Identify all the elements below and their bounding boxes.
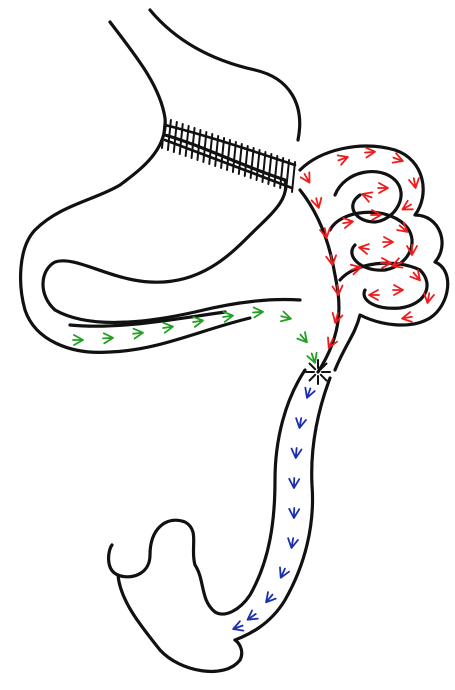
blue-flow-arrow — [295, 417, 307, 429]
red-flow-arrow — [401, 312, 413, 324]
red-flow-arrow — [393, 285, 403, 295]
red-flow-arrow — [365, 147, 376, 158]
suture-band — [162, 118, 295, 192]
junction-tick — [310, 364, 316, 370]
junction-tick — [321, 375, 327, 381]
red-flow-arrow — [409, 177, 421, 189]
red-flow-arrow — [381, 258, 391, 268]
red-flow-arrow — [378, 183, 388, 193]
red-flow-arrow — [423, 292, 435, 304]
green-flow-arrow — [222, 311, 233, 322]
upper-organ-right-wall — [150, 10, 300, 140]
green-flow-arrow — [297, 331, 311, 345]
red-flow-arrow — [360, 189, 373, 202]
blue-flow-arrow — [302, 387, 315, 400]
red-flow-arrow — [383, 237, 393, 247]
red-flow-arrow — [332, 285, 343, 296]
lower-tube-left-wall — [215, 370, 305, 614]
red-flow-arrow — [326, 254, 337, 265]
blue-flow-arrow — [262, 591, 276, 605]
green-flow-arrow — [162, 322, 173, 333]
blue-flow-arrow — [289, 478, 299, 488]
red-flow-arrow — [337, 152, 350, 165]
blue-flow-arrow — [291, 448, 302, 459]
suture-tick — [292, 162, 295, 192]
red-flow-arrow — [400, 200, 414, 214]
blue-flow-arrow — [289, 508, 299, 518]
lower-organ — [109, 370, 330, 671]
green-flow-arrow — [73, 335, 83, 345]
blue-flow-arrow — [245, 610, 259, 624]
upper-organ — [21, 10, 300, 352]
red-flow-arrow — [358, 243, 370, 255]
green-flow-arrow — [103, 333, 114, 344]
red-flow-arrow — [330, 312, 342, 324]
blue-flow-arrow — [276, 567, 289, 580]
green-flow-arrow — [133, 328, 144, 339]
coil-outer — [300, 146, 448, 370]
coiled-loop — [300, 146, 448, 372]
upper-organ-left-wall — [21, 22, 250, 352]
upper-organ-inner-curve — [43, 135, 300, 322]
pouch-outline — [109, 520, 242, 671]
junction-tick — [310, 375, 316, 381]
red-flow-arrow — [300, 171, 314, 185]
blue-flow-arrow — [287, 537, 299, 549]
green-flow-arrow — [280, 311, 292, 323]
red-flow-arrow — [369, 290, 379, 300]
blue-flow-arrow — [231, 621, 244, 634]
green-flow-arrow — [253, 307, 264, 318]
red-flow-arrow — [342, 217, 354, 229]
